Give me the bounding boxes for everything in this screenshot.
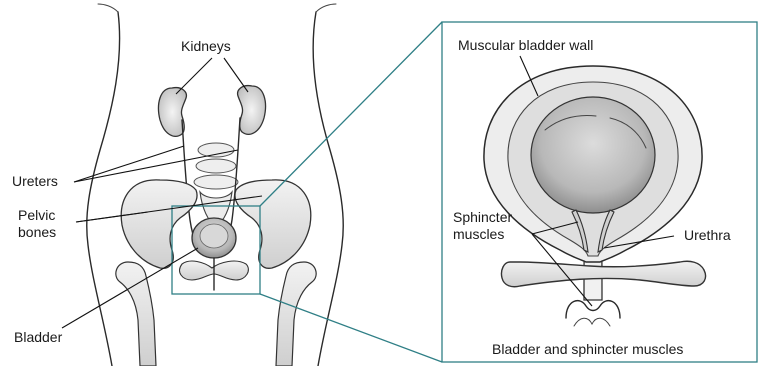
torso-outline-left xyxy=(87,12,120,366)
bladder-lumen xyxy=(531,97,655,213)
label-sphincter-muscles-1: Sphincter xyxy=(453,209,512,225)
caption-bladder-sphincter: Bladder and sphincter muscles xyxy=(492,341,683,357)
femur-left xyxy=(116,262,156,366)
label-muscular-bladder-wall: Muscular bladder wall xyxy=(458,37,593,53)
detail-illustration xyxy=(484,66,706,326)
shoulder-left xyxy=(98,4,118,12)
bladder-small-inner xyxy=(200,224,228,248)
external-sphincter xyxy=(566,301,620,318)
torso-illustration xyxy=(87,4,344,366)
label-pelvic-bones-2: bones xyxy=(18,224,56,240)
label-ureters: Ureters xyxy=(12,173,58,189)
label-sphincter-muscles-2: muscles xyxy=(453,226,504,242)
femur-right xyxy=(276,262,316,366)
label-urethra: Urethra xyxy=(684,227,731,243)
label-pelvic-bones-1: Pelvic xyxy=(18,207,55,223)
zoom-connector-top xyxy=(260,22,442,206)
kidney-right xyxy=(238,86,266,135)
pubic-bone-detail xyxy=(501,261,705,286)
spine xyxy=(194,143,238,189)
torso-outline-right xyxy=(313,12,343,366)
shoulder-right xyxy=(316,4,336,12)
label-bladder: Bladder xyxy=(14,329,63,345)
label-kidneys: Kidneys xyxy=(181,38,231,54)
external-sphincter-2 xyxy=(574,318,610,326)
